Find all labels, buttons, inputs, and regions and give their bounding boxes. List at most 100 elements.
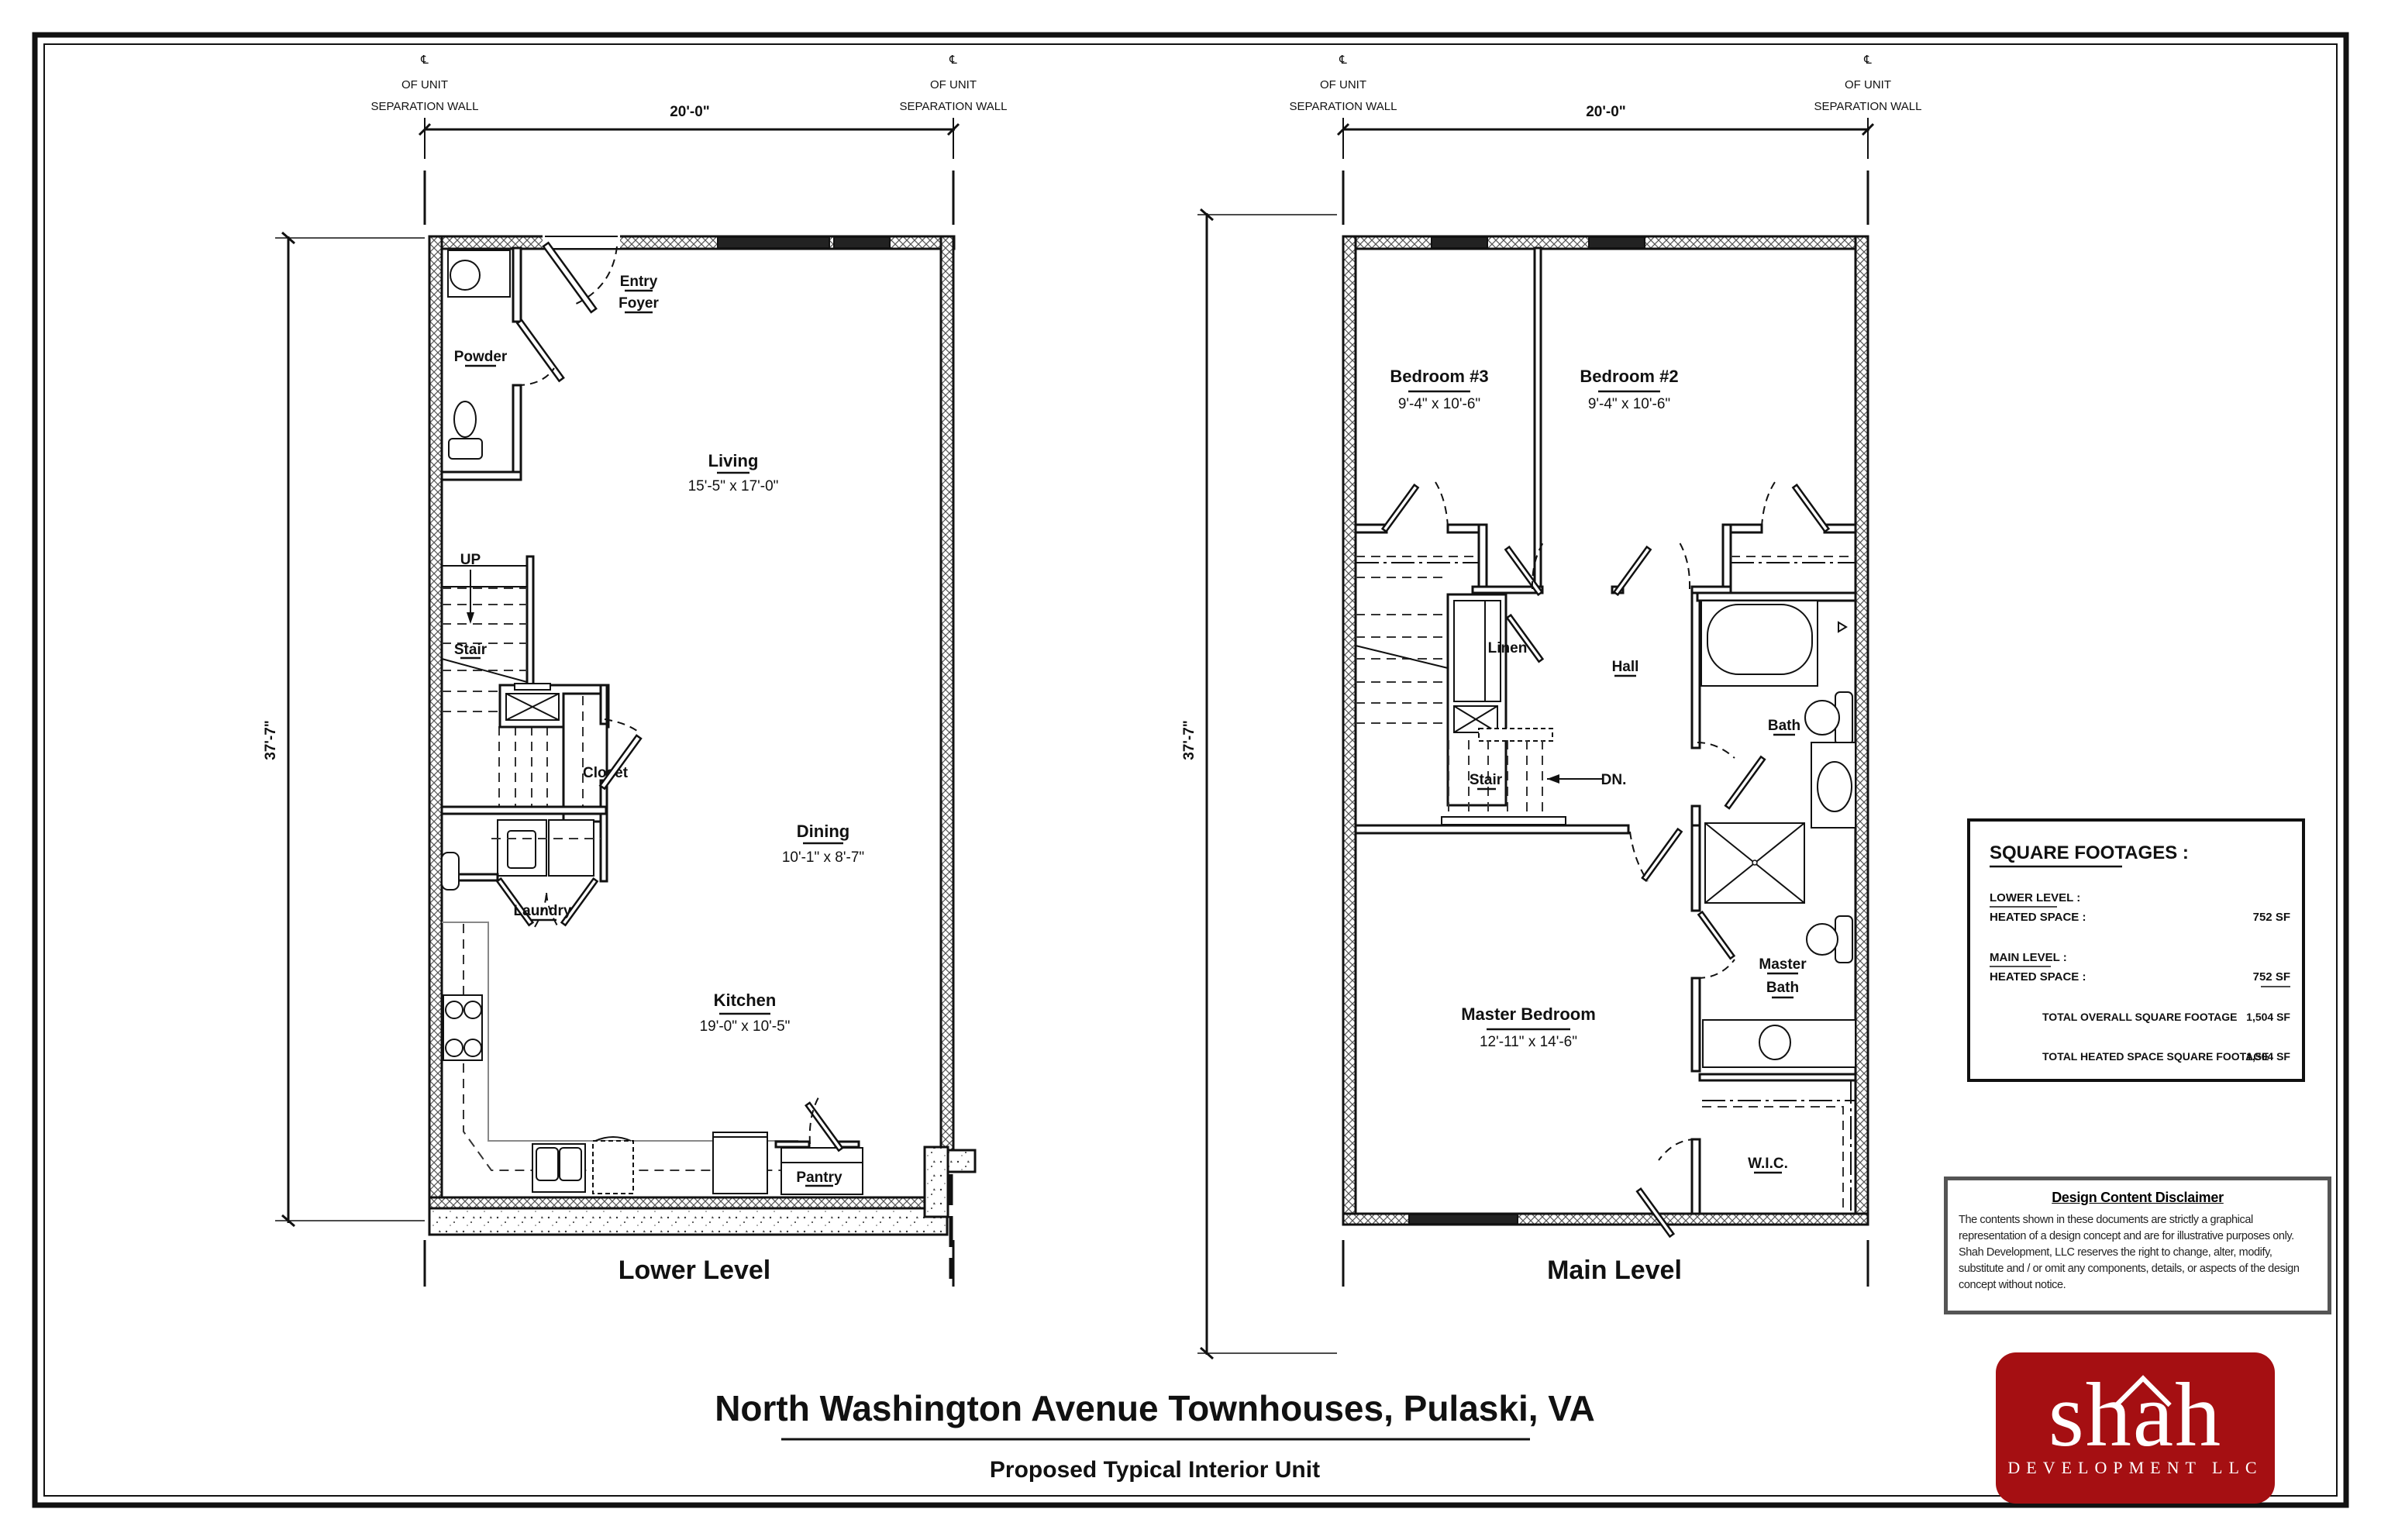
main-east-wall — [1854, 235, 1869, 1226]
lower-width-label: 20'-0" — [670, 104, 710, 120]
bedroom-divider-wall — [1533, 246, 1542, 591]
wic-door[interactable] — [1635, 1187, 1676, 1239]
cl-note-line1: OF UNIT — [1845, 78, 1891, 91]
cl-note-line1: OF UNIT — [930, 78, 977, 91]
master-bedroom-door[interactable] — [1641, 827, 1683, 882]
window — [1408, 1214, 1518, 1225]
lower-level-plan: 20'-0" ℄ OF UNIT SEPARATION WALL ℄ OF UN… — [263, 53, 1007, 1287]
design-disclaimer: Design Content Disclaimer The contents s… — [1944, 1177, 2331, 1314]
powder-wall — [512, 384, 522, 481]
stair-down-label: DN. — [1601, 772, 1627, 788]
powder-door-swing — [516, 367, 555, 386]
square-footage-table: SQUARE FOOTAGES : LOWER LEVEL : HEATED S… — [1967, 818, 2305, 1082]
hall-label: Hall — [1612, 659, 1639, 675]
sink-icon — [450, 260, 481, 291]
lower-depth-dimension: 37'-7" — [263, 231, 425, 1228]
main-depth-label: 37'-7" — [1181, 720, 1197, 760]
cl-note-line2: SEPARATION WALL — [1290, 100, 1397, 113]
kitchen-size: 19'-0" x 10'-5" — [700, 1018, 791, 1035]
upper-cabinets — [463, 924, 791, 1171]
bedroom2-closet-door-swing — [1761, 481, 1776, 528]
toilet-icon — [453, 401, 477, 438]
logo-wordmark-text: shah — [2048, 1364, 2223, 1466]
foyer-label: Foyer — [619, 295, 659, 312]
sheet-frame — [32, 32, 2349, 1508]
master-north-wall — [1354, 824, 1630, 835]
bedroom2-closet-door[interactable] — [1791, 483, 1831, 533]
linen-door[interactable] — [1505, 613, 1545, 663]
closet-wall — [599, 779, 608, 883]
cl-note-line2: SEPARATION WALL — [900, 100, 1008, 113]
appliance — [441, 852, 460, 891]
cl-note-line1: OF UNIT — [401, 78, 448, 91]
disclaimer-text: The contents shown in these documents ar… — [1959, 1214, 2300, 1291]
master-bath-label: Master — [1759, 956, 1807, 973]
dining-label: Dining — [797, 822, 849, 841]
kitchen-label: Kitchen — [714, 990, 777, 1010]
bathtub-icon — [1707, 604, 1813, 675]
washer-lid-icon — [507, 830, 536, 869]
hall-wall — [1471, 585, 1544, 594]
cl-note-line1: OF UNIT — [1320, 78, 1366, 91]
dishwasher — [592, 1140, 634, 1194]
master-door-swing — [1629, 831, 1649, 882]
closet-door-swing — [604, 718, 641, 734]
foundation-concrete-corner — [923, 1146, 949, 1218]
bedroom2-door-swing — [1679, 542, 1691, 590]
sqft-main-heated-value: 752 SF — [2253, 970, 2290, 984]
main-width-dimension: 20'-0" ℄ OF UNIT SEPARATION WALL ℄ OF UN… — [1290, 53, 1922, 225]
pantry-wall — [774, 1140, 811, 1149]
bedroom2-size: 9'-4" x 10'-6" — [1588, 396, 1670, 412]
living-size: 15'-5" x 17'-0" — [688, 478, 779, 494]
powder-wall — [440, 470, 522, 481]
lower-depth-label: 37'-7" — [263, 720, 279, 760]
lower-width-dimension: 20'-0" ℄ OF UNIT SEPARATION WALL ℄ OF UN… — [371, 53, 1008, 225]
main-level-title: Main Level — [1547, 1256, 1682, 1285]
title-block: North Washington Avenue Townhouses, Pula… — [715, 1388, 1595, 1483]
centerline-symbol: ℄ — [1339, 53, 1347, 67]
disclaimer-title: Design Content Disclaimer — [2052, 1190, 2224, 1205]
powder-door[interactable] — [515, 319, 565, 383]
closet-wall — [599, 684, 608, 725]
closet-door[interactable] — [598, 734, 643, 791]
shah-development-logo: shah DEVELOPMENT LLC — [1996, 1352, 2275, 1504]
lower-south-wall — [428, 1196, 927, 1210]
entry-label: Entry — [620, 274, 658, 290]
cl-note-line2: SEPARATION WALL — [1814, 100, 1922, 113]
bedroom3-closet-door-swing — [1435, 481, 1449, 528]
wic-wall — [1690, 1138, 1701, 1215]
powder-label: Powder — [454, 349, 508, 365]
window — [1588, 236, 1645, 249]
pantry-door[interactable] — [805, 1101, 844, 1152]
counter-edge — [442, 922, 798, 1142]
sqft-total-overall-value: 1,504 SF — [2246, 1011, 2290, 1023]
master-bath-wall — [1690, 977, 1701, 1073]
entry-door[interactable] — [542, 241, 598, 314]
toilet-tank-icon — [448, 438, 483, 460]
logo-tagline: DEVELOPMENT LLC — [2007, 1458, 2263, 1477]
main-depth-dimension: 37'-7" — [1181, 208, 1337, 1360]
bath-label: Bath — [1768, 718, 1800, 734]
sqft-lower-label: LOWER LEVEL : — [1990, 891, 2080, 904]
living-label: Living — [708, 451, 759, 470]
main-width-label: 20'-0" — [1586, 104, 1626, 120]
laundry-door-right[interactable] — [560, 877, 599, 927]
stair-landing-rail — [1441, 816, 1566, 825]
centerline-symbol: ℄ — [949, 53, 957, 67]
bedroom2-label: Bedroom #2 — [1580, 367, 1678, 386]
window — [717, 236, 830, 249]
laundry-wall — [440, 805, 608, 815]
master-bath-door-swing — [1697, 959, 1735, 979]
bedroom3-closet-door[interactable] — [1380, 483, 1420, 533]
main-west-wall — [1342, 235, 1357, 1226]
laundry-door-left[interactable] — [495, 877, 535, 927]
master-bath-door[interactable] — [1697, 910, 1736, 960]
toilet-icon — [1804, 700, 1840, 736]
bedroom2-door[interactable] — [1612, 545, 1652, 597]
bath-door[interactable] — [1724, 755, 1766, 810]
master-bath-label-2: Bath — [1766, 980, 1799, 996]
centerline-symbol: ℄ — [1863, 53, 1872, 67]
stair-label: Stair — [454, 642, 488, 658]
refrigerator — [712, 1132, 768, 1194]
logo-wordmark: shah — [1996, 1369, 2275, 1461]
